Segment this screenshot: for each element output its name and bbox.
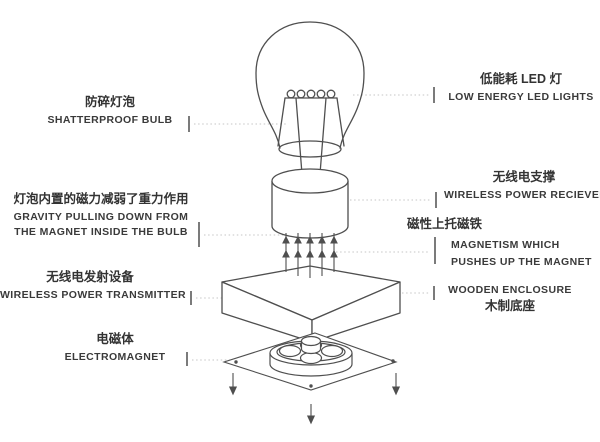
magnetism-up-arrows (282, 233, 338, 278)
label-power-transmitter-zh: 无线电发射设备 (46, 270, 134, 284)
label-electromagnet-zh: 电磁体 (96, 332, 134, 346)
label-wooden-enclosure-zh: 木制底座 (484, 299, 535, 313)
bulb-neck-rim (278, 140, 342, 158)
led-bulb-icon (306, 89, 316, 99)
base-plate-screws (234, 359, 395, 388)
label-gravity-magnet-zh: 灯泡内置的磁力减弱了重力作用 (13, 192, 189, 206)
label-led-lights-zh: 低能耗 LED 灯 (480, 72, 562, 86)
magnet-core (300, 335, 322, 355)
down-arrow-icon (391, 373, 401, 396)
wooden-enclosure (221, 265, 401, 343)
label-gravity-magnet-en-line1: GRAVITY PULLING DOWN FROM (13, 211, 189, 223)
led-bulb-icon (296, 89, 306, 99)
led-lights (286, 89, 336, 99)
coil (278, 344, 302, 358)
label-magnetism-en-line2: PUSHES UP THE MAGNET (451, 256, 592, 268)
label-power-receiver-zh: 无线电支撑 (492, 170, 556, 184)
label-shatterproof-bulb-en: SHATTERPROOF BULB (47, 114, 173, 126)
label-power-receiver: 无线电支撑 WIRELESS POWER RECIEVER (444, 170, 600, 203)
label-shatterproof-bulb: 防碎灯泡 SHATTERPROOF BULB (40, 95, 180, 128)
led-bulb-icon (286, 89, 296, 99)
label-electromagnet: 电磁体 ELECTROMAGNET (52, 332, 178, 365)
down-arrow-icon (228, 373, 238, 396)
label-led-lights: 低能耗 LED 灯 LOW ENERGY LED LIGHTS (446, 72, 596, 105)
connector-ticks (186, 87, 437, 366)
coil (299, 351, 323, 365)
label-power-transmitter: 无线电发射设备 WIRELESS POWER TRANSMITTER (0, 270, 186, 303)
led-bulb-icon (326, 89, 336, 99)
receiver-top (271, 168, 349, 194)
label-magnetism-zh: 磁性上托磁铁 (407, 217, 483, 231)
label-gravity-magnet: 灯泡内置的磁力减弱了重力作用 GRAVITY PULLING DOWN FROM… (0, 192, 202, 240)
label-electromagnet-en: ELECTROMAGNET (64, 351, 166, 363)
down-arrow-icon (306, 404, 316, 425)
label-power-transmitter-en: WIRELESS POWER TRANSMITTER (0, 289, 186, 301)
label-wooden-enclosure: WOODEN ENCLOSURE 木制底座 (446, 283, 574, 314)
bulb-globe (255, 21, 365, 149)
label-gravity-magnet-en-line2: THE MAGNET INSIDE THE BULB (14, 226, 188, 238)
screw-icon (391, 359, 395, 363)
filament-supports (277, 97, 345, 175)
label-magnetism-en: MAGNETISM WHICH PUSHES UP THE MAGNET (451, 236, 592, 270)
shatterproof-bulb (255, 21, 365, 175)
wireless-power-receiver (271, 168, 349, 239)
screw-icon (309, 384, 313, 388)
label-power-receiver-en: WIRELESS POWER RECIEVER (444, 189, 600, 201)
screw-icon (234, 360, 238, 364)
coil (320, 344, 344, 358)
connector-lines (192, 94, 431, 361)
electromagnet (269, 335, 353, 377)
label-led-lights-en: LOW ENERGY LED LIGHTS (448, 91, 594, 103)
label-wooden-enclosure-en: WOODEN ENCLOSURE (448, 284, 572, 296)
gravity-down-arrows (228, 373, 401, 425)
led-bulb-icon (316, 89, 326, 99)
label-shatterproof-bulb-zh: 防碎灯泡 (84, 95, 135, 109)
label-magnetism-en-line1: MAGNETISM WHICH (451, 239, 560, 251)
